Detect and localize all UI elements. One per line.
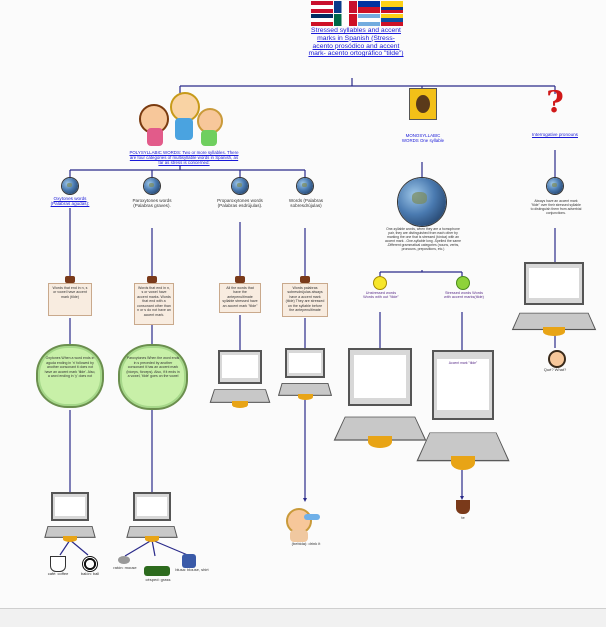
face-image <box>409 88 437 120</box>
caption-balon: balón: ball <box>80 571 100 576</box>
smiley-stressed-icon <box>456 276 470 290</box>
caption-blouse: blusa: blouse, shirt <box>175 567 209 572</box>
globe-words-icon <box>297 178 313 194</box>
laptop-paroxytones <box>126 492 178 542</box>
interrogative-label[interactable]: Interrogative pronouns <box>532 132 578 137</box>
caption-drink: (bebida): drink it <box>291 541 321 546</box>
globe-proparoxytones-icon <box>232 178 248 194</box>
laptop-proparoxytones <box>209 350 271 408</box>
grass-image <box>144 566 170 576</box>
cloud-paroxytones: Paroxytones When the word ends in s prec… <box>118 344 188 410</box>
caption-cafe: café: coffee <box>47 571 69 576</box>
pin-icon <box>235 276 245 283</box>
mouse-image <box>118 556 130 564</box>
polysyllabic-label[interactable]: POLYSYLLABIC WORDS: Two or more syllable… <box>129 150 239 166</box>
globe-interrog-icon <box>547 178 563 194</box>
smiley-unstressed-icon <box>373 276 387 290</box>
thinking-girl-image <box>548 350 566 368</box>
globe-mono-icon <box>398 178 446 226</box>
flags-image <box>311 1 403 26</box>
drinking-kid-image <box>282 504 324 542</box>
caption-mouse: ratón: mouse <box>113 565 137 570</box>
note-words: Words palabras sobresdrújulas always hav… <box>282 283 328 317</box>
oxytones-label[interactable]: Oxytones words (Palabras agudas): <box>50 196 90 207</box>
caption-que: Qué? What? <box>543 367 567 372</box>
mono-description: One-syllable words, when they are a homo… <box>385 227 461 251</box>
coffee-cup-image <box>50 556 66 572</box>
tea-cup-image <box>456 500 470 514</box>
note-paroxytones: Words that end in n, s or vowel have acc… <box>134 283 174 325</box>
ball-image <box>82 556 98 572</box>
laptop-oxytones <box>44 492 96 542</box>
accent-screen-text: Accent mark "tilde" <box>437 358 489 410</box>
laptop-unstressed <box>333 348 427 448</box>
globe-paroxytones-icon <box>144 178 160 194</box>
words-label: Words (Palabras sobresdrújulas) <box>288 198 324 209</box>
note-oxytones: Words that end in n, s or vowel have acc… <box>48 283 92 316</box>
root-title[interactable]: Stressed syllables and accent marks in S… <box>308 27 404 58</box>
proparoxytones-label: Proparoxytones words (Palabras esdrújula… <box>217 198 263 209</box>
laptop-interrog <box>511 262 597 336</box>
laptop-accent: Accent mark "tilde" <box>416 350 510 470</box>
pin-icon <box>65 276 75 283</box>
question-mark-icon: ? <box>546 85 564 120</box>
unstressed-label: Unstressed words Words with out "tilde" <box>363 291 399 300</box>
cloud-oxytones: Oxytones When a word ends in aguda endin… <box>36 344 104 408</box>
bottom-scrollbar[interactable] <box>0 608 606 627</box>
interrog-description: Always have an accent mark "tilde" over … <box>530 199 582 215</box>
note-proparoxytones: All the words that have the antepenultim… <box>219 283 261 313</box>
blouse-image <box>182 554 196 568</box>
caption-te: te <box>461 515 465 520</box>
caption-grass: césped: grass <box>145 577 171 582</box>
kids-image <box>135 90 225 148</box>
globe-oxytones-icon <box>62 178 78 194</box>
laptop-words <box>278 348 332 400</box>
paroxytones-label: Paroxytones words (Palabras graves). <box>132 198 172 209</box>
monosyllabic-label: MONOSYLLABIC WORDS One syllable <box>401 133 445 144</box>
pin-icon <box>147 276 157 283</box>
pin-icon <box>300 276 310 283</box>
stressed-label: Stressed words Words with accent marks(t… <box>444 291 484 300</box>
